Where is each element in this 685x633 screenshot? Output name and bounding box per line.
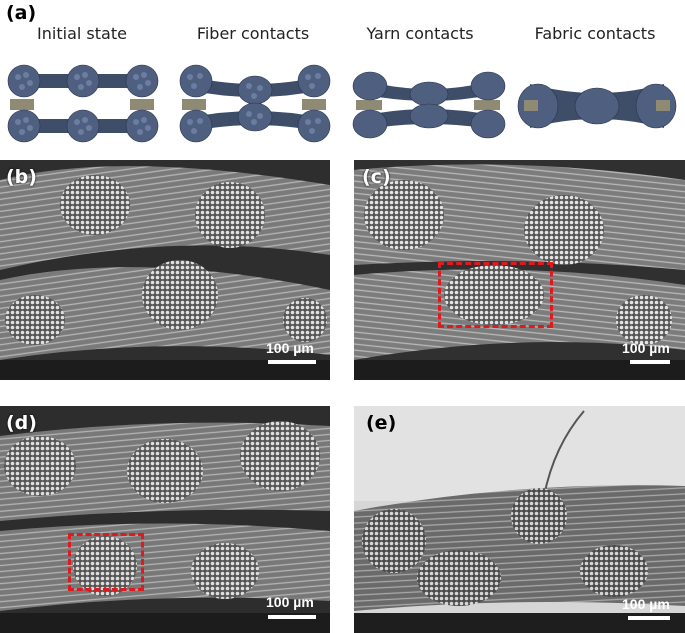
roi-box-c xyxy=(438,262,553,328)
sem-image-b: (b) 100 µm xyxy=(0,160,330,380)
state-title-fabric: Fabric contacts xyxy=(534,24,656,43)
scale-label-e: 100 µm xyxy=(622,596,670,612)
scale-label-c: 100 µm xyxy=(622,340,670,356)
roi-box-d xyxy=(68,533,144,591)
scale-bar-e xyxy=(628,616,670,620)
state-title-fiber: Fiber contacts xyxy=(196,24,310,43)
sem-image-d: (d) 100 µm xyxy=(0,406,330,633)
schematic-fabric-contacts xyxy=(516,76,678,136)
panel-d-label: (d) xyxy=(6,412,37,434)
panel-e-label: (e) xyxy=(366,412,397,434)
scale-bar-d xyxy=(268,615,316,619)
schematic-yarn-contacts xyxy=(350,70,508,140)
scale-label-b: 100 µm xyxy=(266,340,314,356)
sem-image-e: (e) 100 µm xyxy=(354,406,685,633)
schematic-initial xyxy=(4,64,162,144)
schematic-fiber-contacts xyxy=(176,64,334,144)
panel-c-label: (c) xyxy=(362,166,391,188)
state-title-yarn: Yarn contacts xyxy=(366,24,474,43)
panel-b-label: (b) xyxy=(6,166,37,188)
scale-bar-c xyxy=(630,360,670,364)
state-title-initial: Initial state xyxy=(37,24,127,43)
sem-image-c: (c) 100 µm xyxy=(354,160,685,380)
panel-a-label: (a) xyxy=(6,2,37,24)
scale-bar-b xyxy=(268,360,316,364)
scale-label-d: 100 µm xyxy=(266,594,314,610)
